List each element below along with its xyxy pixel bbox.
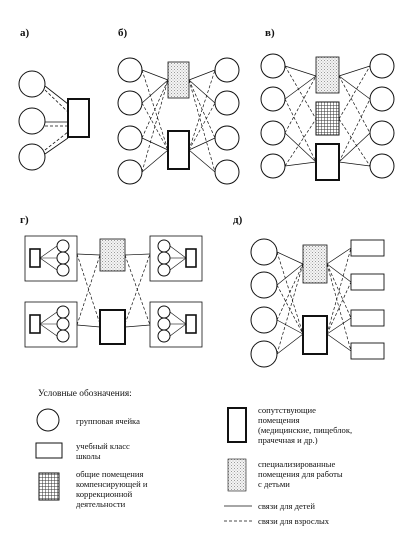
legend-accompanying-text: сопутствующие помещения (медицинские, пи… <box>258 405 354 445</box>
group-cell-circle <box>56 305 70 319</box>
school-class-room <box>350 239 385 257</box>
group-cell-circle <box>250 340 278 368</box>
compensatory-room <box>315 101 340 136</box>
legend-group-cell-text: групповая ячейка <box>76 416 140 426</box>
legend-title: Условные обозначения: <box>38 388 132 399</box>
group-cell-circle <box>56 329 70 343</box>
group-cell-circle <box>157 239 171 253</box>
group-cell-circle <box>56 251 70 265</box>
school-class-room <box>350 309 385 327</box>
school-class-room <box>350 342 385 360</box>
group-cell-circle <box>214 90 240 116</box>
group-cell-circle <box>56 239 70 253</box>
group-cell-circle <box>117 90 143 116</box>
legend-school-class-symbol <box>35 442 63 459</box>
group-cell-circle <box>260 53 286 79</box>
group-cell-circle <box>18 70 46 98</box>
group-cell-circle <box>157 305 171 319</box>
group-cell-circle <box>214 57 240 83</box>
group-cell-circle <box>250 306 278 334</box>
panel-a: а) <box>18 27 90 171</box>
group-cell-circle <box>250 238 278 266</box>
legend-adult-link-text: связи для взрослых <box>258 516 330 526</box>
group-cell-circle <box>18 143 46 171</box>
legend-school-class-text: учебный класс школы <box>76 441 132 461</box>
accompanying-room <box>67 98 90 138</box>
school-class-room <box>29 314 41 334</box>
legend-specialized-symbol <box>227 458 247 492</box>
legend-group-cell-symbol <box>36 408 60 432</box>
class-block <box>24 301 78 348</box>
legend-children-link-text: связи для детей <box>258 501 315 511</box>
school-class-room <box>350 273 385 291</box>
group-cell-circle <box>157 329 171 343</box>
school-class-room <box>29 248 41 268</box>
panel-v: в) <box>260 27 395 181</box>
legend-compensatory-text: общие помещения компенсирующей и коррекц… <box>76 469 150 509</box>
accompanying-room <box>315 143 340 181</box>
group-cell-circle <box>369 86 395 112</box>
school-class-room <box>185 248 197 268</box>
panel-d: д) <box>233 214 385 368</box>
group-cell-circle <box>369 120 395 146</box>
panel-d-label: д) <box>233 214 243 226</box>
legend: Условные обозначения: групповая ячейка у… <box>35 388 354 526</box>
class-block <box>24 235 78 282</box>
accompanying-room <box>167 130 190 170</box>
specialized-room <box>302 244 328 284</box>
specialized-room <box>315 56 340 94</box>
group-cell-circle <box>56 263 70 277</box>
group-cell-circle <box>117 159 143 185</box>
group-cell-circle <box>260 120 286 146</box>
class-block <box>149 301 203 348</box>
group-cell-circle <box>369 153 395 179</box>
group-cell-circle <box>56 317 70 331</box>
group-cell-circle <box>250 271 278 299</box>
class-block <box>149 235 203 282</box>
group-cell-circle <box>18 107 46 135</box>
legend-specialized-text: специализированные помещения для работы … <box>258 459 345 489</box>
accompanying-room <box>99 309 126 345</box>
panel-g: г) <box>20 214 203 348</box>
panel-b: б) <box>117 27 240 185</box>
specialized-room <box>167 61 190 99</box>
group-cell-circle <box>157 251 171 265</box>
group-cell-circle <box>260 153 286 179</box>
group-cell-circle <box>214 159 240 185</box>
group-cell-circle <box>260 86 286 112</box>
legend-compensatory-symbol <box>38 472 60 501</box>
panel-a-label: а) <box>20 27 30 39</box>
group-cell-circle <box>117 57 143 83</box>
school-class-room <box>185 314 197 334</box>
legend-accompanying-symbol <box>227 407 247 443</box>
group-cell-circle <box>117 125 143 151</box>
panel-b-label: б) <box>118 27 128 39</box>
panel-v-label: в) <box>265 27 275 39</box>
group-cell-circle <box>157 263 171 277</box>
group-cell-circle <box>157 317 171 331</box>
accompanying-room <box>302 315 328 355</box>
group-cell-circle <box>214 125 240 151</box>
specialized-room <box>99 238 126 272</box>
group-cell-circle <box>369 53 395 79</box>
panel-g-label: г) <box>20 214 29 226</box>
